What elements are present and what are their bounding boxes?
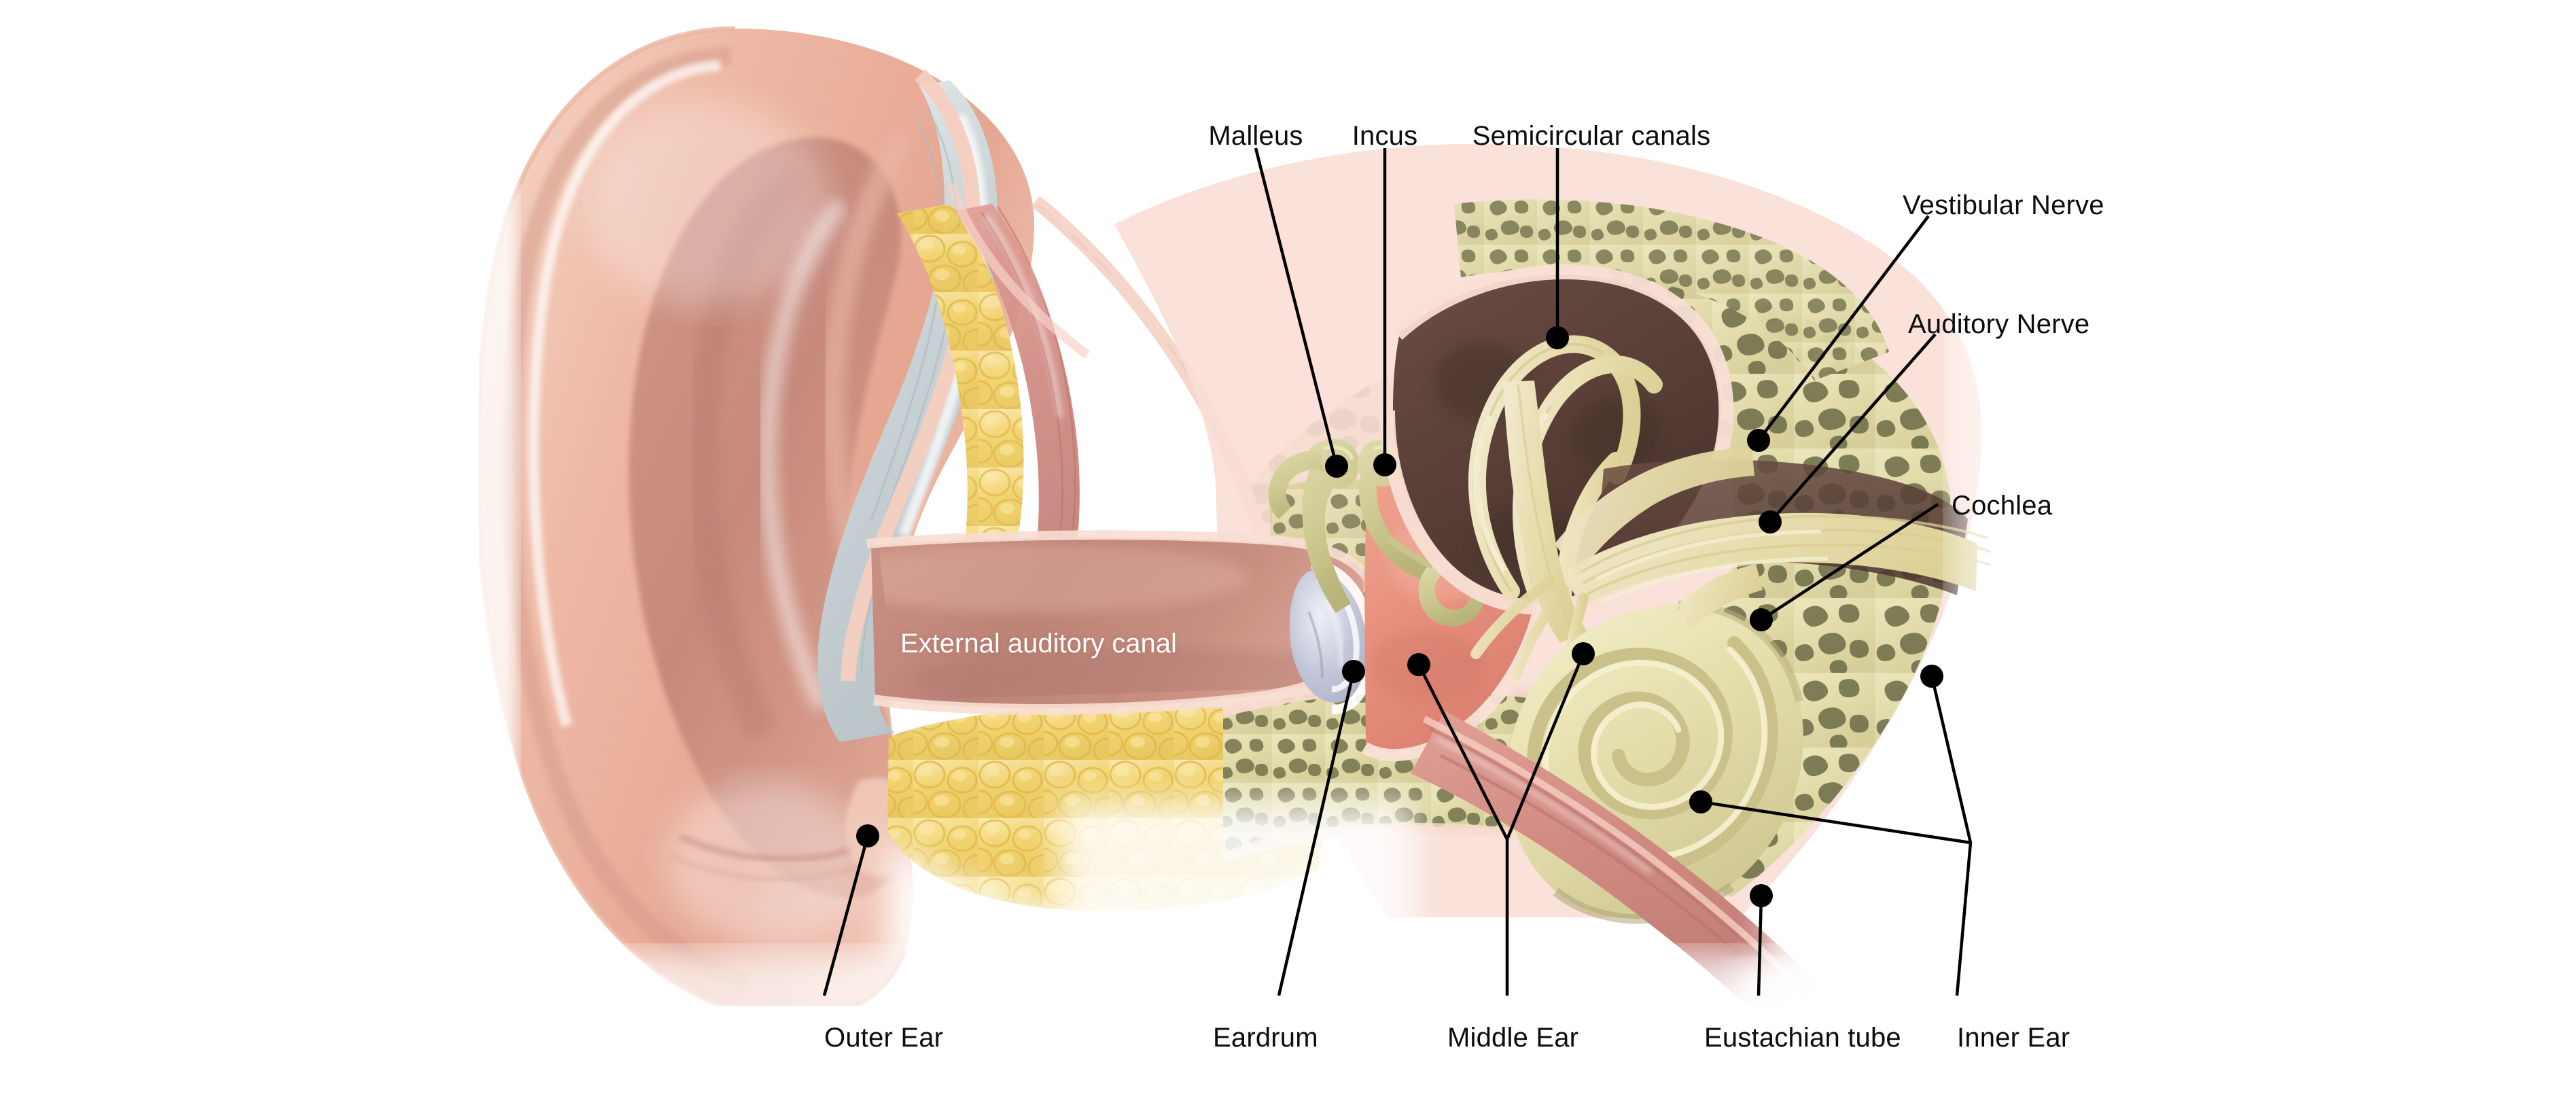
incus-bone [1358,440,1432,582]
label-vestibular-nerve: Vestibular Nerve [1903,190,2104,220]
middle-ear-leader-dot [1407,653,1430,676]
label-semicircular-canals: Semicircular canals [1472,121,1711,151]
overlay-label-external-auditory-canal: External auditory canal [900,629,1177,659]
malleus-leader-dot [1325,455,1348,478]
middle-ear-leader-branch [1505,653,1585,840]
inner-ear-leader-dot [1920,665,1943,688]
incus-leader-dot [1373,453,1396,476]
inner-ear-leader-branch-dot [1689,790,1712,813]
eustachian-tube-leader [1757,895,1763,996]
label-cochlea: Cochlea [1952,491,2053,521]
vestibular-nerve-leader-dot [1747,429,1770,452]
cochlea-leader [1760,503,1939,621]
label-malleus: Malleus [1208,121,1303,151]
label-outer-ear: Outer Ear [824,1023,944,1053]
outer-ear-leader [822,835,870,996]
malleus-leader [1254,147,1339,467]
auditory-nerve-leader [1769,333,1937,523]
leader-lines [822,147,1973,996]
auditory-nerve-leader-dot [1759,510,1782,533]
eardrum-leader-dot [1342,660,1365,683]
label-auditory-nerve: Auditory Nerve [1908,309,2090,339]
malleus-bone [1302,438,1360,613]
label-eardrum: Eardrum [1213,1023,1318,1053]
label-incus: Incus [1352,121,1418,151]
middle-ear-leader-branch-dot [1572,642,1595,665]
eardrum-leader [1277,671,1356,996]
leader-dots [856,326,1943,907]
vestibulocochlear-nerve [1470,381,1993,697]
cochlea-leader-dot [1750,608,1773,631]
eustachian-tube-leader-dot [1750,884,1773,907]
label-inner-ear: Inner Ear [1957,1023,2070,1053]
vestibular-nerve-leader [1757,215,1930,442]
semicircular-canals-leader-dot [1546,326,1569,349]
inner-ear-leader-branch [1700,800,1971,845]
label-middle-ear: Middle Ear [1447,1023,1579,1053]
label-eustachian-tube: Eustachian tube [1704,1023,1901,1053]
outer-ear-leader-dot [856,824,879,847]
